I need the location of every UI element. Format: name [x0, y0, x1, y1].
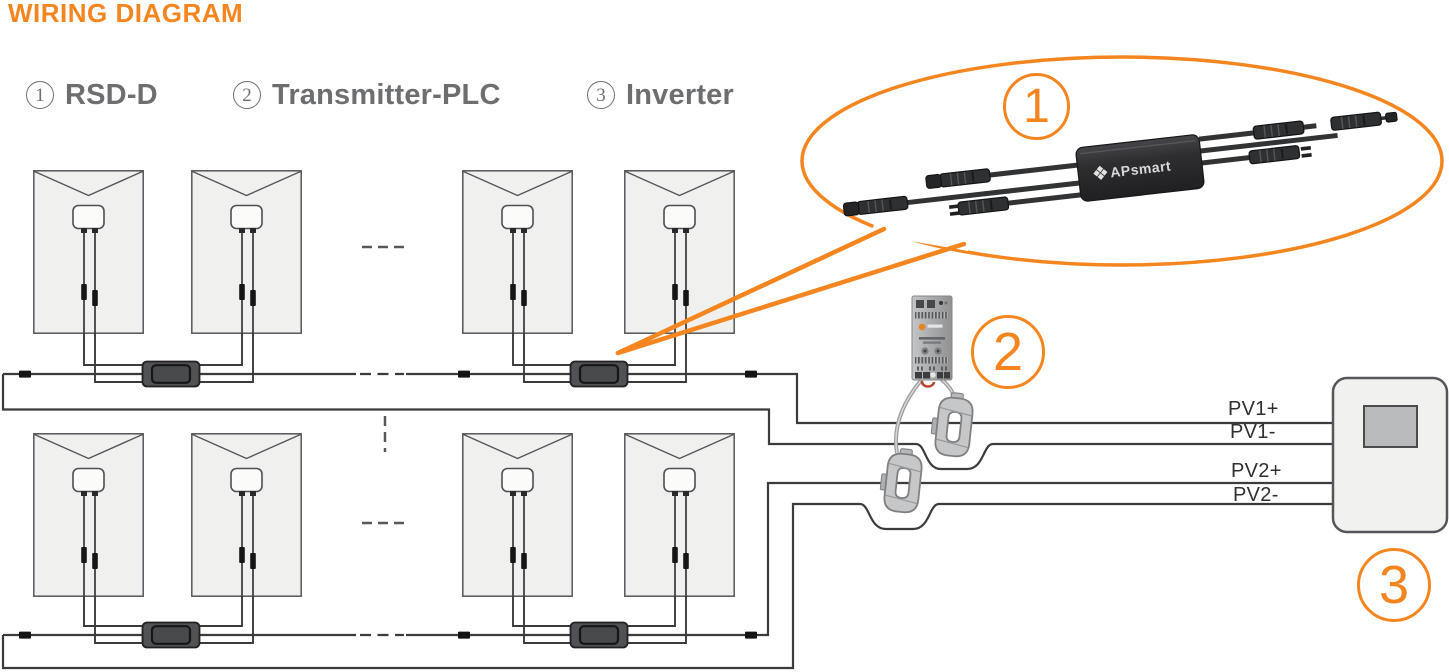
inverter [1331, 376, 1449, 534]
legend-label-rsd: RSD-D [65, 78, 158, 111]
cable-connector [745, 631, 757, 639]
callout-number-rsd: 1 [1003, 73, 1070, 140]
terminal-label-pv1-plus: PV1+ [1228, 398, 1279, 420]
callout-number-inverter: 3 [1357, 548, 1431, 622]
rsd-d-device [141, 621, 201, 649]
rsd-d-product-photo: APsmart [842, 110, 1398, 217]
panel-drop-wires [83, 333, 687, 644]
solar-panel [461, 169, 574, 335]
cable-connector [745, 370, 757, 378]
cable-connector [19, 631, 31, 639]
callout-tail [615, 226, 967, 356]
rsd-d-body [1075, 134, 1205, 202]
array-continuation-dashes [362, 245, 404, 525]
solar-panel [32, 169, 145, 335]
legend-item-transmitter: 2 Transmitter-PLC [233, 78, 501, 111]
ct-wire-highlight [895, 377, 924, 454]
plc-logo-icon [918, 323, 926, 331]
rsd-d-device [141, 360, 201, 388]
apsmart-logo-icon [1093, 165, 1108, 180]
callout-gap [870, 220, 974, 251]
legend-number-2: 2 [233, 81, 261, 109]
solar-panel-array [32, 169, 736, 598]
legend-item-rsd: 1 RSD-D [26, 78, 158, 111]
rsd-callout-bubble: APsmart [615, 55, 1444, 356]
solar-panel [190, 169, 303, 335]
inline-connectors [19, 370, 757, 639]
red-loop-wire [920, 380, 936, 388]
terminal-label-pv2-plus: PV2+ [1231, 460, 1282, 482]
solar-panel [623, 432, 736, 598]
legend-item-inverter: 3 Inverter [587, 78, 734, 111]
solar-panel [461, 432, 574, 598]
product-brand-label: APsmart [1109, 158, 1172, 181]
wire-pv2-minus [1, 502, 1333, 670]
ct-clamp [928, 389, 976, 459]
wire-pv1-minus [1, 374, 1333, 471]
legend-number-3: 3 [587, 81, 615, 109]
page-title: WIRING DIAGRAM [8, 0, 244, 28]
inverter-display [1363, 405, 1418, 448]
terminal-label-pv2-minus: PV2- [1233, 484, 1279, 506]
callout-number-transmitter: 2 [971, 315, 1045, 389]
ct-clamps [877, 389, 976, 515]
legend-number-1: 1 [26, 81, 54, 109]
terminal-label-pv1-minus: PV1- [1230, 421, 1276, 443]
cable-connector [19, 370, 31, 378]
rsd-d-device [569, 621, 629, 649]
legend-label-transmitter: Transmitter-PLC [272, 78, 501, 111]
legend-label-inverter: Inverter [626, 78, 734, 111]
solar-panel [32, 432, 145, 598]
cable-connector [458, 370, 470, 378]
cable-connector [458, 631, 470, 639]
rsd-d-device [569, 360, 629, 388]
solar-panel [190, 432, 303, 598]
ct-clamp [877, 445, 925, 515]
